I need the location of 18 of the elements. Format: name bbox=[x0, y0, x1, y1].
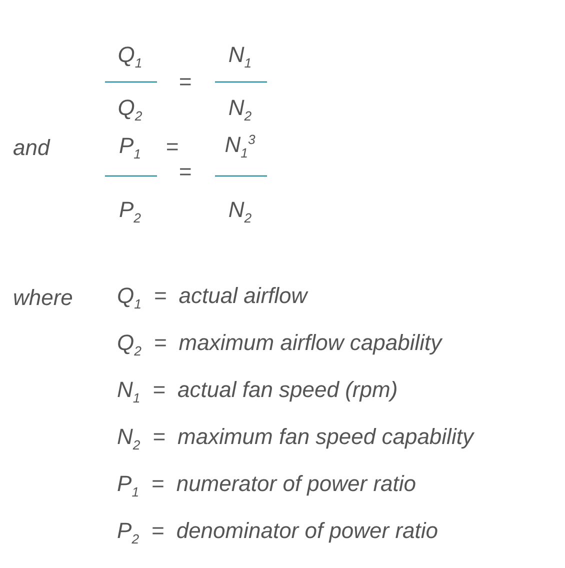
connective-word: where bbox=[13, 286, 73, 310]
variable: Q$_{1}$ bbox=[118, 43, 142, 71]
variable: N$_{1}$ bbox=[228, 43, 252, 71]
variable: Q$_{2}$ bbox=[118, 96, 142, 124]
equals-sign: = bbox=[178, 160, 192, 184]
definition-line: N$_{1}$ = actual fan speed (rpm) bbox=[117, 378, 398, 406]
equals-sign: = bbox=[166, 134, 178, 160]
definition-line: Q$_{1}$ = actual airflow bbox=[117, 284, 308, 312]
variable: P$_{1}$ bbox=[118, 134, 142, 162]
variable: N$_{2}$ bbox=[228, 96, 252, 124]
definition-line: Q$_{2}$ = maximum airflow capability bbox=[117, 331, 442, 359]
variable: N$_{2}$ bbox=[228, 198, 252, 226]
variable: P$_{2}$ bbox=[118, 198, 142, 226]
equals-sign: = bbox=[178, 70, 192, 94]
definition-line: N$_{2}$ = maximum fan speed capability bbox=[117, 425, 474, 453]
definition-line: P$_{1}$ = numerator of power ratio bbox=[117, 472, 416, 500]
definition-line: P$_{2}$ = denominator of power ratio bbox=[117, 519, 438, 547]
connective-word: and bbox=[13, 136, 50, 160]
